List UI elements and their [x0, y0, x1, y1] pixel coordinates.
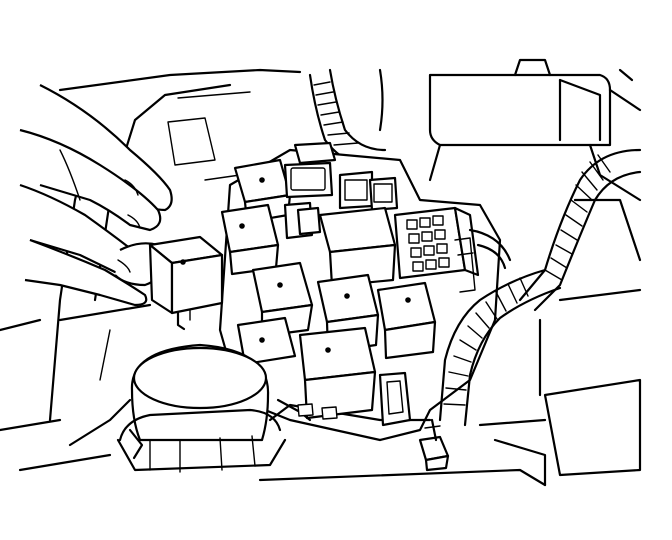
removed-relay[interactable]: [148, 235, 224, 331]
mini-fuse-block: [393, 206, 480, 293]
mini-fuses: [406, 215, 450, 272]
lower-connectors: [297, 371, 412, 427]
reservoir-cap: [116, 343, 287, 473]
relay-3: [318, 206, 397, 288]
corrugated-harness: [438, 148, 642, 427]
relay-6: [376, 281, 437, 360]
ground-bolt: [418, 418, 450, 472]
relay-2: [220, 203, 280, 276]
mini-relay-cluster: [283, 141, 399, 240]
relays-installed: [220, 141, 437, 427]
upper-wire-harness: [308, 68, 387, 167]
hand-holding-relay: [19, 84, 173, 307]
relay-7: [236, 316, 297, 366]
relay-4: [251, 261, 314, 338]
